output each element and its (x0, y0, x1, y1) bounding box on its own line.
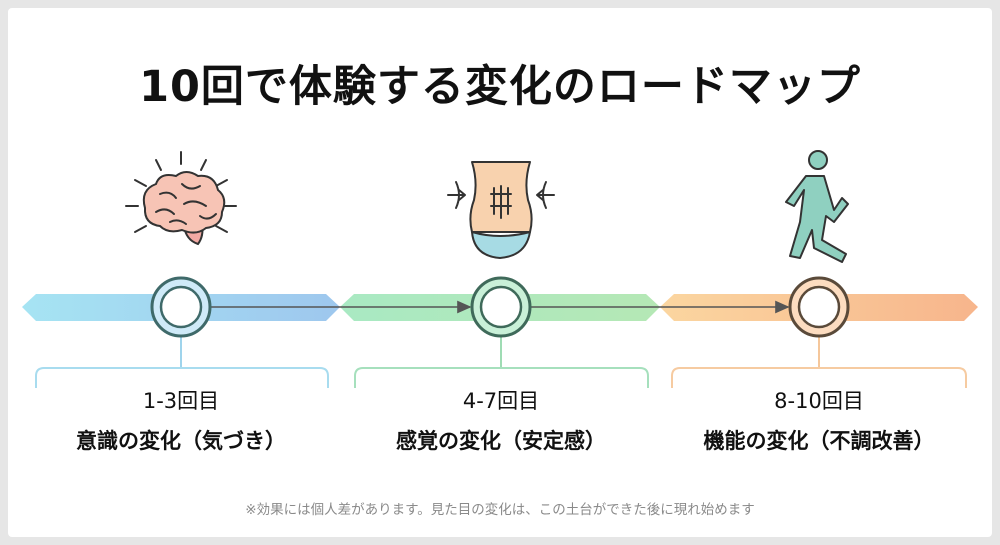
stage-range-2: 4-7回目 (462, 389, 540, 413)
roadmap-card (8, 8, 992, 537)
footnote: ※効果には個人差があります。見た目の変化は、この土台ができた後に現れ始めます (245, 502, 755, 518)
page-title: 10回で体験する変化のロードマップ (139, 62, 861, 112)
stage-caption-2: 感覚の変化（安定感） (396, 429, 606, 453)
stage-range-1: 1-3回目 (142, 389, 220, 413)
timeline-node-3 (788, 276, 850, 338)
timeline-node-2 (470, 276, 532, 338)
walking-person-icon (785, 150, 849, 263)
stage-bracket-3 (671, 367, 967, 388)
stage-caption-1: 意識の変化（気づき） (76, 429, 286, 453)
stage-caption-3: 機能の変化（不調改善） (703, 429, 935, 453)
stage-bracket-1 (35, 367, 329, 388)
stage-range-3: 8-10回目 (774, 389, 864, 413)
stage-bracket-2 (354, 367, 649, 388)
timeline-node-1 (150, 276, 212, 338)
brain-icon (125, 151, 237, 246)
torso-icon (447, 161, 555, 259)
